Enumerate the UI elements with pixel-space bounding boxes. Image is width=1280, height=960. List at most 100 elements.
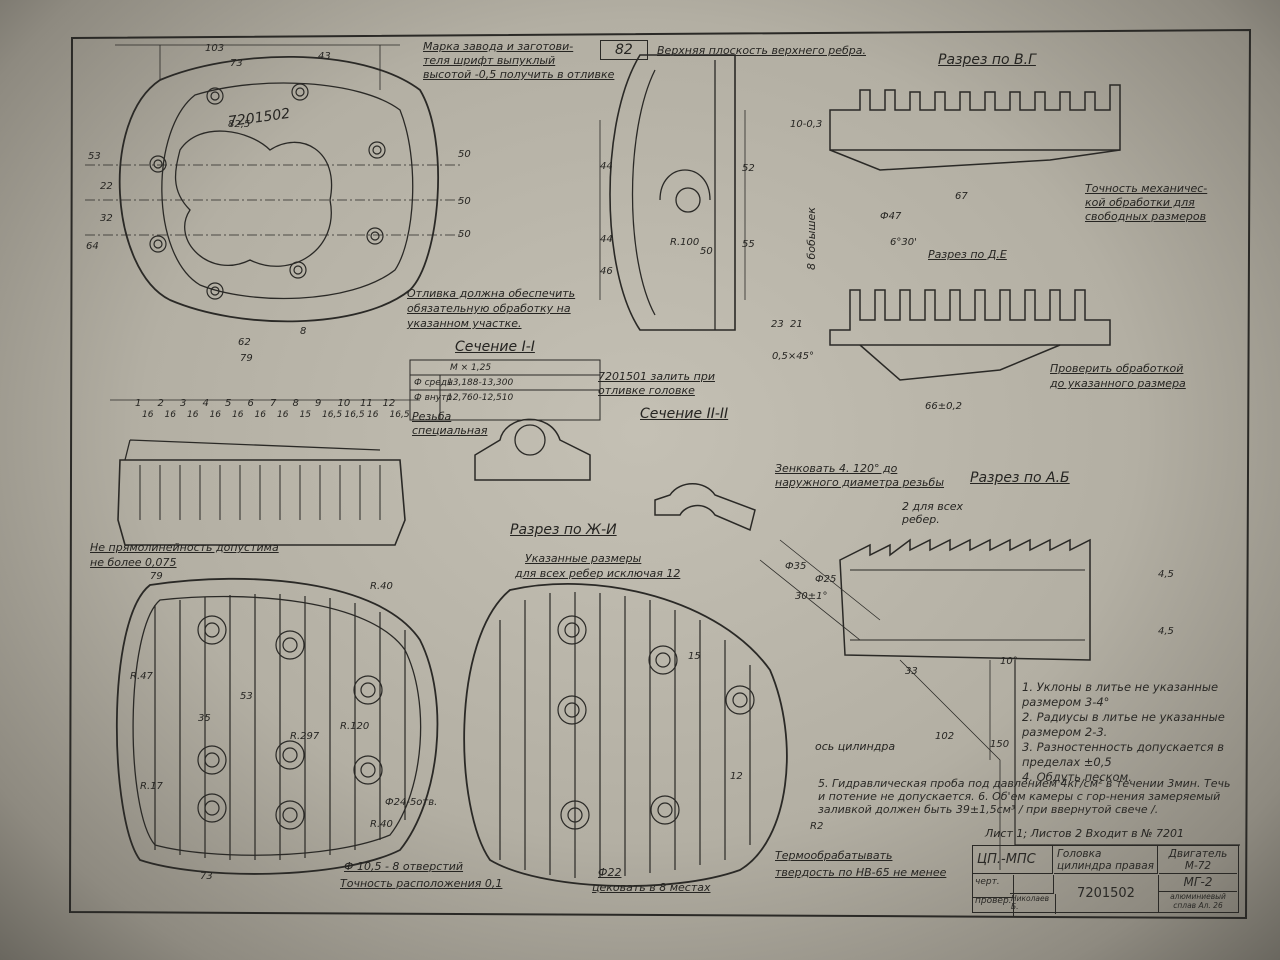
section-zh-i-title: Разрез по Ж-И bbox=[510, 522, 617, 538]
thread-note-1: Резьба bbox=[412, 410, 452, 423]
rib-number: 5 bbox=[225, 398, 232, 409]
holes-note: Ф 10,5 - 8 отверстий bbox=[344, 860, 464, 873]
head-plan-view bbox=[85, 44, 460, 323]
dimension-label: R.40 bbox=[370, 581, 393, 592]
dimension-label: 67 bbox=[955, 191, 968, 202]
dimension-label: Ф47 bbox=[880, 211, 902, 222]
head-bottom-view-left bbox=[115, 577, 439, 875]
drawing-number: 7201502 bbox=[1054, 875, 1159, 912]
sheet-border bbox=[68, 28, 1252, 920]
dimension-label: 4,5 bbox=[1158, 626, 1174, 637]
drawn-signature bbox=[1010, 875, 1054, 894]
section-1-view bbox=[409, 359, 601, 481]
section-2-view bbox=[654, 483, 756, 532]
dimension-label: R.40 bbox=[370, 819, 393, 830]
checked-name: Николаев Б. bbox=[1010, 894, 1056, 914]
rib-pitch: 16 bbox=[142, 410, 154, 420]
dimension-label: 30±1° bbox=[795, 591, 828, 602]
ribs-note-2: ребер. bbox=[902, 513, 940, 526]
rib-dims-note-2: для всех ребер исключая 12 bbox=[515, 567, 681, 580]
thread-note-2: специальная bbox=[412, 424, 488, 437]
thread-table-r2-label: Ф внутр bbox=[414, 393, 453, 403]
rib-number: 4 bbox=[202, 398, 209, 409]
dimension-label: 21 bbox=[790, 319, 803, 330]
rib-number: 11 bbox=[360, 398, 373, 409]
rib-number: 10 bbox=[337, 398, 351, 409]
note-4: 4. Обдуть песком. bbox=[1022, 770, 1132, 784]
dimension-label: 15 bbox=[688, 651, 701, 662]
rib-pitch: 16,5 bbox=[322, 410, 343, 420]
thread-table-r1-value: 13,188-13,300 bbox=[447, 378, 514, 388]
section-ab-view bbox=[759, 538, 1091, 870]
drawn-label: черт. bbox=[973, 875, 1014, 898]
dimension-label: 33 bbox=[905, 666, 918, 677]
section-1-title: Сечение I-I bbox=[455, 339, 535, 355]
machining-note-2: кой обработки для bbox=[1085, 196, 1195, 209]
sheet-line: Лист 1; Листов 2 Входит в № 7201 bbox=[985, 827, 1185, 840]
dimension-label: 6°30' bbox=[890, 237, 917, 248]
head-bottom-view-right bbox=[463, 583, 788, 887]
cylinder-axis-label: ось цилиндра bbox=[815, 740, 896, 753]
section-de-title: Разрез по Д.Е bbox=[928, 248, 1007, 261]
dimension-label: 102 bbox=[935, 731, 955, 742]
dimension-label: R2 bbox=[810, 821, 824, 832]
check-note-2: до указанного размера bbox=[1050, 377, 1186, 390]
rib-number: 3 bbox=[180, 398, 187, 409]
rib-number: 6 bbox=[247, 398, 254, 409]
machining-note-1: Точность механичес- bbox=[1085, 182, 1208, 195]
dimension-label: 8 bbox=[300, 326, 307, 337]
dimension-label: 43 bbox=[318, 51, 331, 62]
rib-pitch: 16 bbox=[187, 410, 199, 420]
dimension-label: Ф24-5отв. bbox=[385, 797, 438, 808]
ribs-note-1: 2 для всех bbox=[902, 500, 964, 513]
countersink-note-1: Зенковать 4. 120° до bbox=[775, 462, 898, 475]
dimension-label: 50 bbox=[458, 196, 471, 207]
dimension-label: 44 bbox=[600, 234, 613, 245]
rib-number: 2 bbox=[157, 398, 164, 409]
note-5: 5. Гидравлическая проба под давлением 4к… bbox=[818, 777, 1231, 816]
dimension-label: 79 bbox=[150, 571, 163, 582]
dimension-label: 23 bbox=[771, 319, 784, 330]
dimension-label: 53 bbox=[88, 151, 101, 162]
factory-mark-note-2: теля шрифт выпуклый bbox=[423, 54, 556, 67]
engine-cell: Двигатель М-72 bbox=[1159, 846, 1237, 874]
rib-number: 9 bbox=[315, 398, 322, 409]
rib-number: 1 bbox=[135, 398, 142, 409]
section-vg-title: Разрез по В.Г bbox=[938, 52, 1036, 68]
heat-treat-note-2: твердость по НВ-65 не менее bbox=[775, 866, 947, 879]
dimension-label: 103 bbox=[205, 43, 225, 54]
straightness-note-2: не более 0,075 bbox=[90, 556, 177, 569]
dimension-label: 66±0,2 bbox=[925, 401, 963, 412]
note-2: 2. Радиусы в литье не указанные размером… bbox=[1022, 710, 1225, 739]
fill-note-2: отливке головке bbox=[598, 384, 695, 397]
rib-pitch: 16 bbox=[164, 410, 176, 420]
dimension-label: 73 bbox=[230, 58, 243, 69]
dimension-label: Ф25 bbox=[815, 574, 837, 585]
dimension-label: 50 bbox=[458, 229, 471, 240]
dimension-label: 10° bbox=[1000, 656, 1018, 667]
casting-note-2: обязательную обработку на bbox=[407, 302, 571, 315]
title-block: ЦП.-МПС Головка цилиндра правая Двигател… bbox=[972, 845, 1239, 916]
dimension-label: 50 bbox=[700, 246, 713, 257]
rib-pitch: 16 bbox=[367, 410, 379, 420]
general-notes: 1. Уклоны в литье не указанные размером … bbox=[1022, 680, 1237, 785]
dimension-label: 64 bbox=[86, 241, 99, 252]
casting-note-3: указанном участке. bbox=[407, 317, 522, 330]
note-3: 3. Разностенность допускается в пределах… bbox=[1022, 740, 1224, 769]
material-cell: МГ-2 bbox=[1159, 875, 1237, 892]
part-name-cell: Головка цилиндра правая bbox=[1054, 846, 1158, 874]
dimension-label: 32 bbox=[100, 213, 113, 224]
dimension-label: R.47 bbox=[130, 671, 153, 682]
rib-side-view bbox=[110, 399, 420, 546]
dimension-label: 50 bbox=[458, 149, 471, 160]
box-value: 82 bbox=[600, 40, 648, 60]
dimension-label: 35 bbox=[198, 713, 211, 724]
dimension-label: 150 bbox=[990, 739, 1010, 750]
section-vg-view bbox=[829, 84, 1121, 381]
rib-pitch: 16 bbox=[254, 410, 266, 420]
dimension-label: 62 bbox=[238, 337, 251, 348]
heat-treat-note-1: Термообрабатывать bbox=[775, 849, 893, 862]
casting-note-1: Отливка должна обеспечить bbox=[407, 287, 576, 300]
dimension-label: R.120 bbox=[340, 721, 370, 732]
straightness-note-1: Не прямолинейность допустима bbox=[90, 541, 279, 554]
